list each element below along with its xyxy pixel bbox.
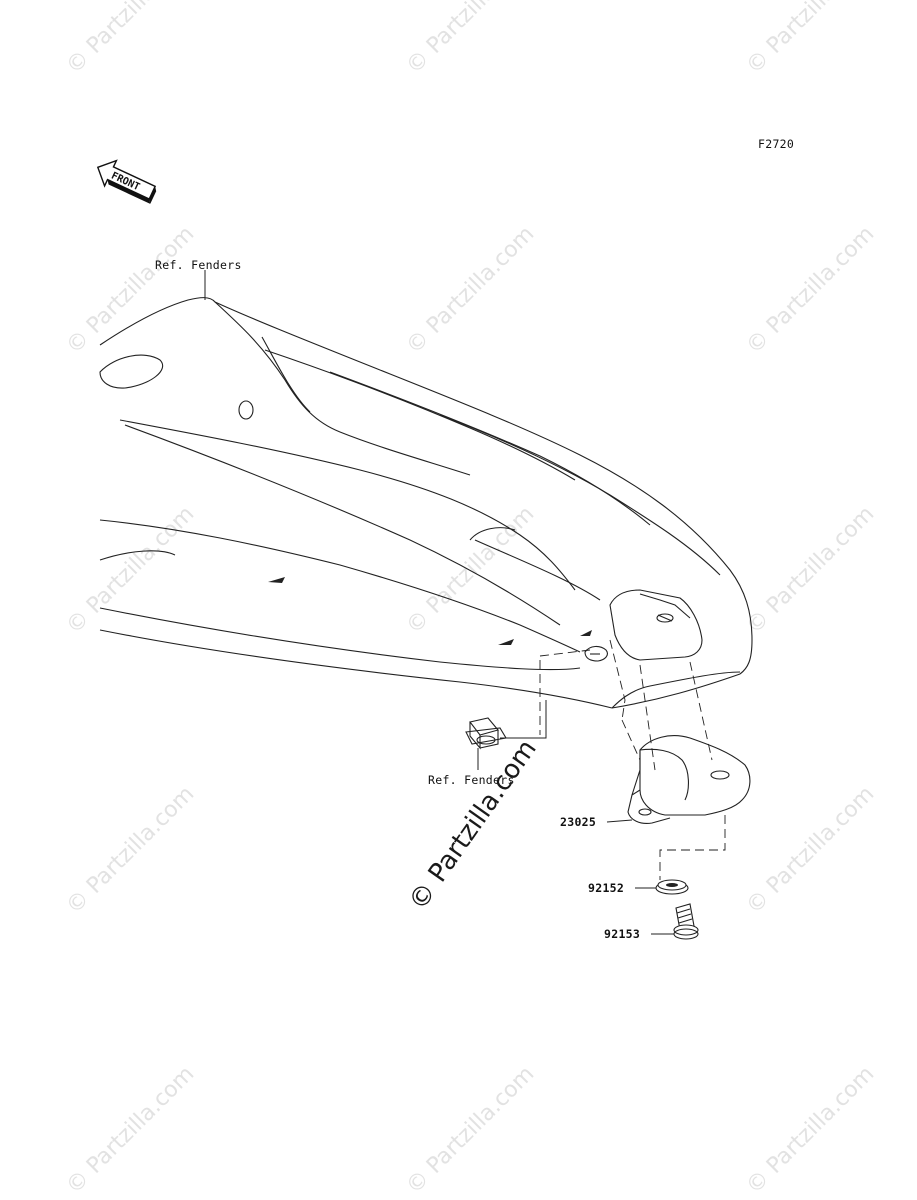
part-number-92153[interactable]: 92153 [604, 927, 640, 941]
watermark-tile: © Partzilla.com [62, 502, 200, 640]
rear-fender-drawing [99, 297, 753, 709]
watermark-tile: © Partzilla.com [62, 1062, 200, 1200]
bolt-92153-drawing [673, 903, 699, 940]
washer-92152-drawing [655, 879, 689, 895]
leader-23025 [606, 819, 633, 823]
ref-fenders-bottom-label: Ref. Fenders [428, 773, 515, 787]
watermark-tile: © Partzilla.com [62, 222, 200, 360]
callout-23025[interactable]: 23025 [560, 815, 633, 829]
figure-code: F2720 [758, 137, 794, 151]
watermark-tile: © Partzilla.com [742, 502, 880, 640]
watermark-tile: © Partzilla.com [742, 0, 880, 79]
part-number-23025[interactable]: 23025 [560, 815, 596, 829]
watermark-tile: © Partzilla.com [742, 782, 880, 920]
retainer-clip-drawing [465, 717, 507, 750]
watermark-center: © Partzilla.com [403, 734, 543, 916]
part-number-92152[interactable]: 92152 [588, 881, 624, 895]
watermark-tiles: © Partzilla.com © Partzilla.com © Partzi… [62, 0, 880, 1199]
assembly-lines [539, 639, 713, 771]
watermark-tile: © Partzilla.com [402, 1062, 540, 1200]
watermark-tile: © Partzilla.com [742, 222, 880, 360]
watermark-tile: © Partzilla.com [62, 782, 200, 920]
watermark-tile: © Partzilla.com [402, 0, 540, 79]
watermark-tile: © Partzilla.com [62, 0, 200, 79]
clip-leader-line [500, 700, 547, 739]
callout-92152[interactable]: 92152 [588, 881, 656, 895]
front-arrow-icon: FRONT [96, 159, 157, 204]
callout-92153[interactable]: 92153 [604, 927, 674, 941]
bracket-23025-drawing [627, 735, 751, 824]
watermark-tile: © Partzilla.com [742, 1062, 880, 1200]
ref-fenders-top-label: Ref. Fenders [155, 258, 242, 272]
watermark-tile: © Partzilla.com [402, 222, 540, 360]
bracket-dash-line [659, 815, 726, 880]
